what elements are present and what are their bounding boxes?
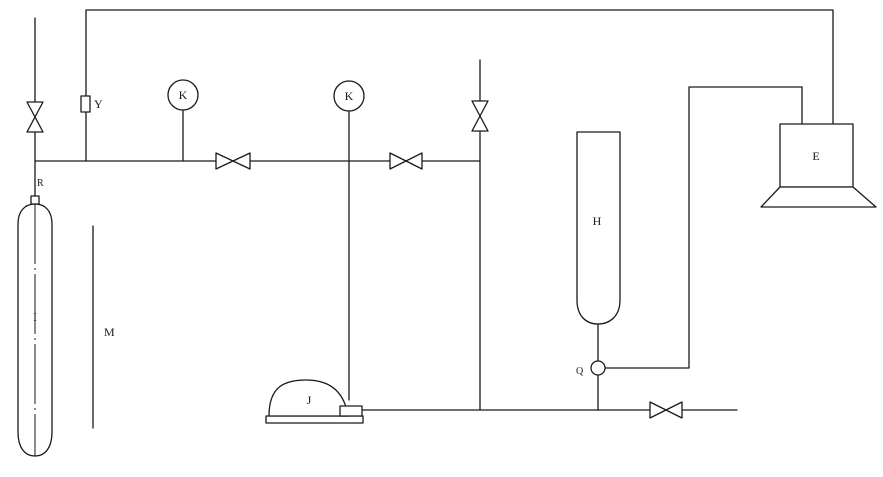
top-signal-line <box>85 9 834 125</box>
label-h: H <box>593 214 602 228</box>
label-r: R <box>37 178 44 189</box>
sensor-q <box>590 360 606 376</box>
gauge-k-right <box>333 80 365 112</box>
label-m: M <box>104 325 115 339</box>
q-signal-line <box>604 86 803 369</box>
cylinder-i <box>17 195 53 457</box>
header-valve-right <box>389 152 423 170</box>
bottom-valve <box>649 401 683 419</box>
gauge-k-left <box>167 79 199 111</box>
y-sensor-box <box>80 95 91 113</box>
device-e <box>760 123 877 208</box>
label-j: J <box>307 393 312 407</box>
label-k-right: K <box>345 89 354 103</box>
label-i: I <box>33 310 37 324</box>
left-vertical-valve <box>26 101 44 133</box>
label-e: E <box>812 149 819 163</box>
header-valve-left <box>215 152 251 170</box>
right-vertical-valve <box>471 100 489 132</box>
label-y: Y <box>94 97 103 111</box>
tube-vessel-h <box>576 131 621 325</box>
dome-vessel-j <box>265 379 364 424</box>
label-q: Q <box>576 366 584 377</box>
label-k-left: K <box>179 88 188 102</box>
